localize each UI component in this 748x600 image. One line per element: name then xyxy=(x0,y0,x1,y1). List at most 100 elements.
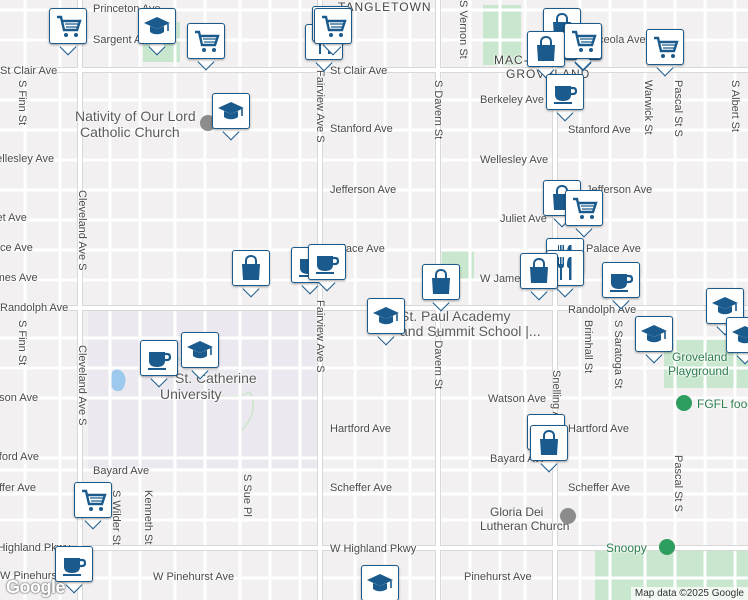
street-label: Pinehurst Ave xyxy=(464,571,532,583)
map-attribution[interactable]: Map data ©2025 Google xyxy=(630,587,748,600)
map-marker[interactable] xyxy=(212,93,250,141)
shopping-cart-icon xyxy=(82,489,107,511)
street-label: Kenneth St xyxy=(142,490,154,545)
place-label: St. Paul Academy xyxy=(400,308,511,324)
street-label: Watson Ave xyxy=(488,393,547,405)
map-marker[interactable] xyxy=(55,546,93,594)
map-marker[interactable] xyxy=(635,316,673,364)
park-area xyxy=(483,5,521,65)
map-marker[interactable] xyxy=(646,29,684,77)
map-marker[interactable] xyxy=(138,8,176,56)
map-marker[interactable] xyxy=(314,8,352,56)
utensils-icon xyxy=(558,257,572,280)
graduation-cap-icon xyxy=(732,326,748,344)
street-label: Hartford Ave xyxy=(330,423,391,435)
graduation-cap-icon xyxy=(144,17,170,35)
shopping-cart-icon xyxy=(654,36,679,58)
street-label: S Saratoga St xyxy=(612,320,624,389)
street-label: Pascal St S xyxy=(672,455,684,512)
street-label: Randolph Ave xyxy=(0,302,69,314)
park-icon[interactable] xyxy=(676,395,692,411)
map-marker[interactable] xyxy=(181,332,219,380)
place-label: Playground xyxy=(668,364,729,378)
map-marker[interactable] xyxy=(308,244,346,292)
place-label: Groveland xyxy=(672,350,728,364)
map-marker[interactable] xyxy=(367,298,405,346)
coffee-cup-icon xyxy=(554,86,578,104)
street-label: W Highland Pkwy xyxy=(0,542,70,554)
street-label: S Finn St xyxy=(16,320,28,366)
coffee-cup-icon xyxy=(316,256,340,274)
street-label: Warwick St xyxy=(642,80,654,135)
shopping-cart-icon xyxy=(57,15,82,37)
place-label: Nativity of Our Lord xyxy=(75,108,196,124)
map-marker[interactable] xyxy=(187,23,225,71)
street-label: Jefferson Ave xyxy=(330,184,397,196)
map-marker[interactable] xyxy=(602,262,640,310)
map-marker[interactable] xyxy=(49,8,87,56)
street-label: Hartford Ave xyxy=(0,451,39,463)
map-marker[interactable] xyxy=(232,250,270,298)
map-marker[interactable] xyxy=(361,565,399,600)
street-label: Brimhall St xyxy=(582,320,594,374)
street-label: Scheffer Ave xyxy=(568,482,630,494)
graduation-cap-icon xyxy=(373,307,399,325)
place-label: University xyxy=(160,386,222,402)
street-label: Wellesley Ave xyxy=(0,153,55,165)
street-label: Cleveland Ave S xyxy=(76,190,88,271)
place-label: Catholic Church xyxy=(80,124,180,140)
street-label: Fairview Ave S xyxy=(314,70,326,143)
coffee-cup-icon xyxy=(63,558,87,576)
street-label: Wellesley Ave xyxy=(480,154,549,166)
district-label: TANGLETOWN xyxy=(338,0,432,14)
street-label: S Wilder St xyxy=(110,490,122,546)
district-label: MAC- xyxy=(494,53,529,67)
shopping-bag-icon xyxy=(537,35,555,61)
map-marker[interactable] xyxy=(564,23,602,71)
street-label: Stanford Ave xyxy=(568,124,631,136)
graduation-cap-icon xyxy=(712,297,738,315)
coffee-cup-icon xyxy=(148,352,172,370)
shopping-cart-icon xyxy=(572,30,597,52)
map-marker[interactable] xyxy=(530,425,568,473)
map-marker[interactable] xyxy=(422,264,460,312)
place-label: Lutheran Church xyxy=(480,519,570,533)
map-marker[interactable] xyxy=(520,253,558,301)
street-label: St Clair Ave xyxy=(330,65,388,77)
shopping-bag-icon xyxy=(540,429,558,455)
street-label: S Davern St xyxy=(432,80,444,140)
map-marker[interactable] xyxy=(527,31,565,79)
place-label: FGFL food shelf xyxy=(697,397,748,411)
street-label: Juliet Ave xyxy=(500,213,547,225)
street-label: Fairview Ave S xyxy=(314,300,326,373)
church-icon[interactable] xyxy=(560,508,576,524)
map-marker[interactable] xyxy=(140,340,178,388)
place-label: Gloria Dei xyxy=(490,505,544,519)
graduation-cap-icon xyxy=(218,102,244,120)
street-label: Hartford Ave xyxy=(568,423,629,435)
graduation-cap-icon xyxy=(641,325,667,343)
street-label: S Finn St xyxy=(16,80,28,126)
street-label: Watson Ave xyxy=(0,392,39,404)
shopping-cart-icon xyxy=(322,15,347,37)
street-label: Bayard Ave xyxy=(93,465,150,477)
coffee-cup-icon xyxy=(610,274,634,292)
map-marker[interactable] xyxy=(546,74,584,122)
street-label: Juliet Ave xyxy=(0,212,27,224)
street-label: Pascal St S xyxy=(672,80,684,137)
street-label: James Ave xyxy=(0,272,38,284)
street-label: S Sue Pl xyxy=(241,474,253,517)
map-marker[interactable] xyxy=(726,317,748,365)
street-label: W Highland Pkwy xyxy=(330,543,417,555)
shopping-bag-icon xyxy=(242,254,260,280)
street-label: W Pinehurst Ave xyxy=(153,571,235,583)
street-label: Scheffer Ave xyxy=(0,482,36,494)
street-label: S Davern St xyxy=(432,330,444,390)
shopping-bag-icon xyxy=(530,257,548,283)
street-label: Randolph Ave xyxy=(568,304,637,316)
map-marker[interactable] xyxy=(74,482,112,530)
map-marker[interactable] xyxy=(565,190,603,238)
park-icon[interactable] xyxy=(659,539,675,555)
street-label: St Clair Ave xyxy=(0,65,58,77)
street-label: S Albert St xyxy=(729,80,741,132)
